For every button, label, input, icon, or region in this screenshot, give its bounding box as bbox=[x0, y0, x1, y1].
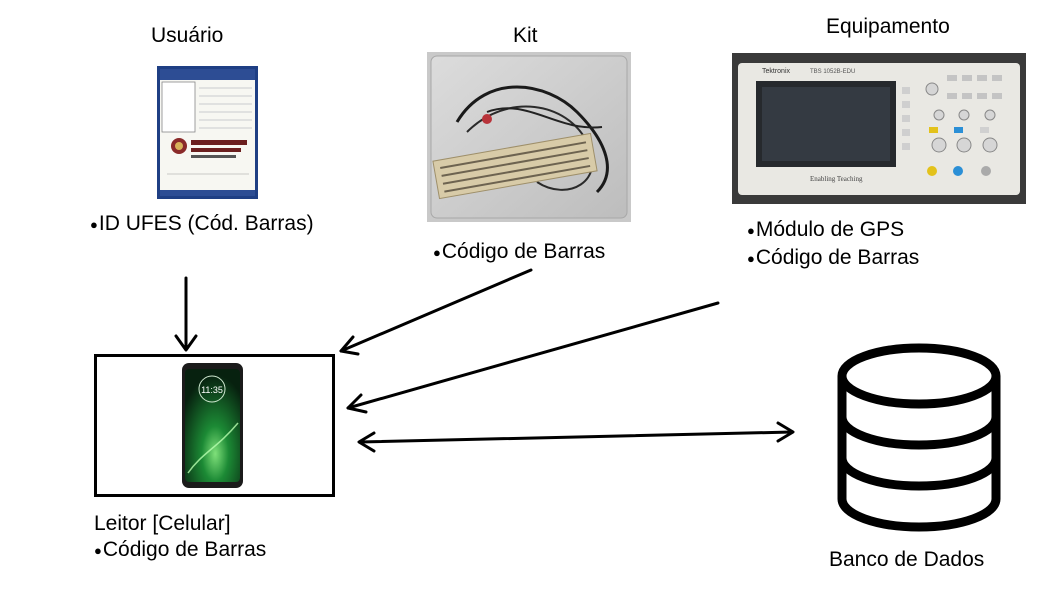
kit-bullet-1: ●Código de Barras bbox=[433, 240, 606, 263]
scope-model: TBS 1052B-EDU bbox=[810, 69, 855, 75]
arrow-equipment-to-reader bbox=[346, 301, 720, 410]
phone-clock: 11:35 bbox=[201, 385, 223, 395]
oscilloscope-image: Tektronix TBS 1052B-EDU Enabling Teachin… bbox=[732, 53, 1026, 204]
equipment-bullet-2: ●Código de Barras bbox=[747, 246, 920, 269]
user-bullet-1: ●ID UFES (Cód. Barras) bbox=[90, 212, 314, 235]
reader-bullet-1: ●Código de Barras bbox=[94, 538, 267, 561]
kit-heading: Kit bbox=[513, 24, 538, 47]
smartphone-image: 11:35 bbox=[182, 363, 243, 488]
arrow-reader-database bbox=[358, 430, 794, 444]
student-id-card-image bbox=[157, 66, 258, 199]
database-label: Banco de Dados bbox=[829, 548, 985, 571]
arrow-kit-to-reader bbox=[339, 268, 533, 353]
scope-tagline: Enabling Teaching bbox=[810, 175, 863, 183]
reader-heading: Leitor [Celular] bbox=[94, 512, 231, 535]
kit-bag-image bbox=[427, 52, 631, 222]
reader-box bbox=[94, 354, 335, 497]
database-icon bbox=[836, 343, 1002, 532]
equipment-bullet-1: ●Módulo de GPS bbox=[747, 218, 905, 241]
user-heading: Usuário bbox=[151, 24, 224, 47]
scope-brand: Tektronix bbox=[762, 68, 791, 75]
equipment-heading: Equipamento bbox=[826, 15, 950, 38]
